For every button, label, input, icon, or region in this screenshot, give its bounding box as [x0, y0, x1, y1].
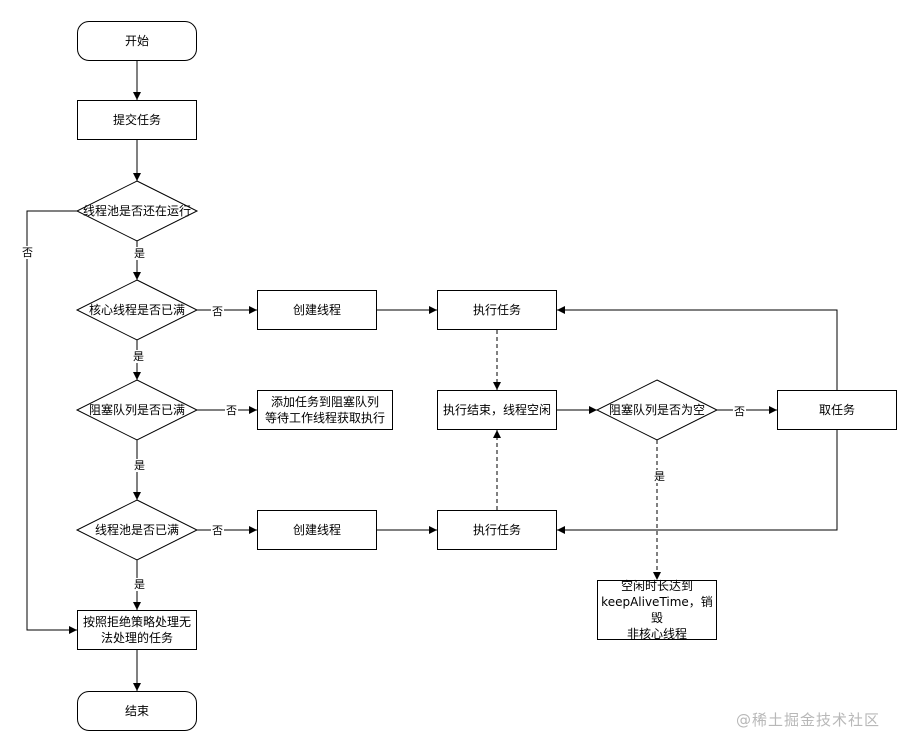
node-end-label: 结束 [124, 704, 149, 718]
label-core-full-yes: 是 [132, 350, 145, 363]
node-start: 开始 [77, 21, 197, 61]
node-create-thread-1: 创建线程 [257, 290, 377, 330]
node-idle-destroy: 空闲时长达到 keepAliveTime，销毁 非核心线程 [597, 579, 717, 641]
node-pool-running: 线程池是否还在运行 [77, 181, 197, 241]
watermark: @稀土掘金技术社区 [736, 711, 881, 729]
label-core-full-no: 否 [211, 305, 224, 318]
edge-pool-running-no-reject [26, 210, 77, 634]
label-queue-full-yes: 是 [133, 459, 146, 472]
node-exec-done-idle: 执行结束，线程空闲 [437, 390, 557, 430]
edge-take-exec1 [557, 306, 838, 390]
node-exec-task-1: 执行任务 [437, 290, 557, 330]
node-exec-task-2: 执行任务 [437, 510, 557, 550]
node-start-label: 开始 [124, 34, 149, 48]
node-take-task-label: 取任务 [818, 403, 855, 417]
node-create-thread-1-label: 创建线程 [292, 303, 341, 317]
node-idle-destroy-label: 空闲时长达到 keepAliveTime，销毁 非核心线程 [601, 579, 713, 641]
node-core-full-label: 核心线程是否已满 [88, 303, 185, 317]
label-queue-empty-no: 否 [733, 405, 746, 418]
node-queue-full-label: 阻塞队列是否已满 [88, 403, 185, 417]
label-pool-running-yes: 是 [133, 247, 146, 260]
label-queue-full-no: 否 [225, 404, 238, 417]
node-submit-task: 提交任务 [77, 100, 197, 140]
node-queue-empty: 阻塞队列是否为空 [597, 380, 717, 440]
node-end: 结束 [77, 691, 197, 731]
node-reject: 按照拒绝策略处理无 法处理的任务 [77, 610, 197, 650]
node-submit-task-label: 提交任务 [112, 113, 161, 127]
node-queue-full: 阻塞队列是否已满 [77, 380, 197, 440]
node-take-task: 取任务 [777, 390, 897, 430]
node-exec-task-1-label: 执行任务 [472, 303, 521, 317]
node-add-to-queue: 添加任务到阻塞队列 等待工作线程获取执行 [257, 390, 393, 430]
node-create-thread-2: 创建线程 [257, 510, 377, 550]
edge-take-exec2 [557, 430, 838, 534]
node-exec-done-idle-label: 执行结束，线程空闲 [442, 403, 551, 417]
label-queue-empty-yes: 是 [653, 470, 666, 483]
node-create-thread-2-label: 创建线程 [292, 523, 341, 537]
node-core-full: 核心线程是否已满 [77, 280, 197, 340]
node-pool-full: 线程池是否已满 [77, 500, 197, 560]
label-pool-full-no: 否 [211, 524, 224, 537]
node-pool-running-label: 线程池是否还在运行 [82, 204, 191, 218]
node-queue-empty-label: 阻塞队列是否为空 [608, 403, 705, 417]
label-pool-full-yes: 是 [133, 578, 146, 591]
node-exec-task-2-label: 执行任务 [472, 523, 521, 537]
node-reject-label: 按照拒绝策略处理无 法处理的任务 [82, 615, 191, 645]
node-add-to-queue-label: 添加任务到阻塞队列 等待工作线程获取执行 [264, 395, 385, 425]
node-pool-full-label: 线程池是否已满 [94, 523, 179, 537]
label-pool-running-no: 否 [21, 246, 34, 259]
